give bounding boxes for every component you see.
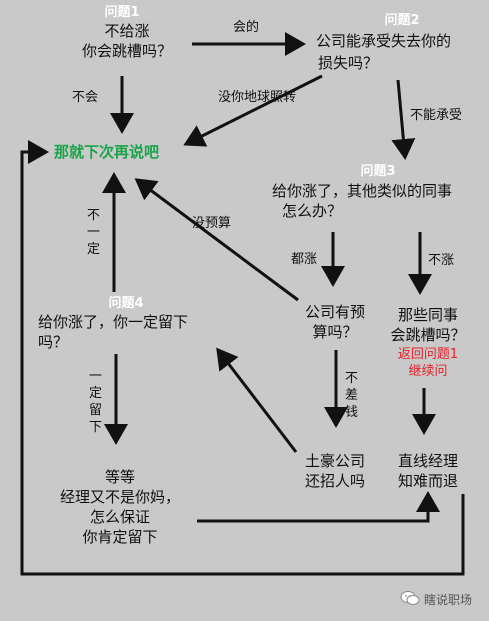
q1-line2: 你会跳槽吗？ bbox=[81, 42, 172, 60]
budget-line2: 算吗？ bbox=[312, 323, 358, 341]
q4-line2: 吗？ bbox=[38, 333, 69, 351]
watermark-text: 瞎说职场 bbox=[424, 593, 473, 607]
q4-tag: 问题4 bbox=[108, 296, 144, 311]
arrow-q2-to-q3 bbox=[391, 79, 416, 160]
edge-label-huide: 会的 bbox=[233, 20, 260, 35]
q2-tag: 问题2 bbox=[384, 13, 420, 28]
wechat-icon bbox=[400, 590, 420, 606]
arrow-tuhao-to-q4 bbox=[216, 347, 298, 453]
edge-label-buhui: 不会 bbox=[72, 90, 99, 105]
manager-line2: 知难而退 bbox=[397, 472, 458, 490]
edge-label-buyiding: 不 一 定 bbox=[87, 208, 101, 257]
budget-line1: 公司有预 bbox=[304, 303, 365, 321]
wait-line4: 你肯定留下 bbox=[82, 528, 158, 546]
keep-asking-label: 继续问 bbox=[408, 364, 448, 379]
arrow-manager-to-result bbox=[20, 140, 465, 576]
edge-label-meini: 没你地球照转 bbox=[218, 90, 297, 105]
wait-line2: 经理又不是你妈， bbox=[59, 488, 180, 506]
wait-line1: 等等 bbox=[104, 468, 135, 486]
q2-line1: 公司能承受失去你的 bbox=[316, 32, 452, 50]
manager-line1: 直线经理 bbox=[397, 452, 458, 470]
q3-tag: 问题3 bbox=[360, 164, 396, 179]
edge-label-meiyusuan: 没预算 bbox=[192, 216, 232, 231]
q1-tag: 问题1 bbox=[104, 5, 140, 20]
edge-label-buchaqian: 不 差 钱 bbox=[345, 371, 359, 420]
edge-label-duzhang: 都涨 bbox=[291, 252, 318, 267]
arrow-q2-to-result bbox=[183, 74, 323, 147]
edge-label-bunengchengshou: 不能承受 bbox=[410, 108, 463, 123]
arrow-budget-to-result bbox=[134, 178, 299, 302]
colleagues-line2: 会跳槽吗？ bbox=[390, 326, 466, 344]
edge-label-buzhang: 不涨 bbox=[428, 253, 455, 268]
tuhao-line1: 土豪公司 bbox=[304, 452, 365, 470]
q1-line1: 不给涨 bbox=[104, 22, 150, 40]
q2-line2: 损失吗？ bbox=[318, 54, 379, 72]
q3-line1: 给你涨了，其他类似的同事 bbox=[272, 182, 453, 200]
wait-line3: 怎么保证 bbox=[89, 508, 150, 526]
tuhao-line2: 还招人吗 bbox=[304, 472, 365, 490]
result-text: 那就下次再说吧 bbox=[54, 143, 160, 161]
back-to-q1-label: 返回问题1 bbox=[397, 347, 459, 362]
arrow-wait-to-manager bbox=[197, 491, 440, 523]
colleagues-line1: 那些同事 bbox=[397, 306, 458, 324]
q3-line2: 怎么办？ bbox=[282, 202, 343, 220]
q4-line1: 给你涨了，你一定留下 bbox=[38, 313, 189, 331]
edge-label-yidingliuxia: 一 定 留 下 bbox=[89, 369, 103, 435]
